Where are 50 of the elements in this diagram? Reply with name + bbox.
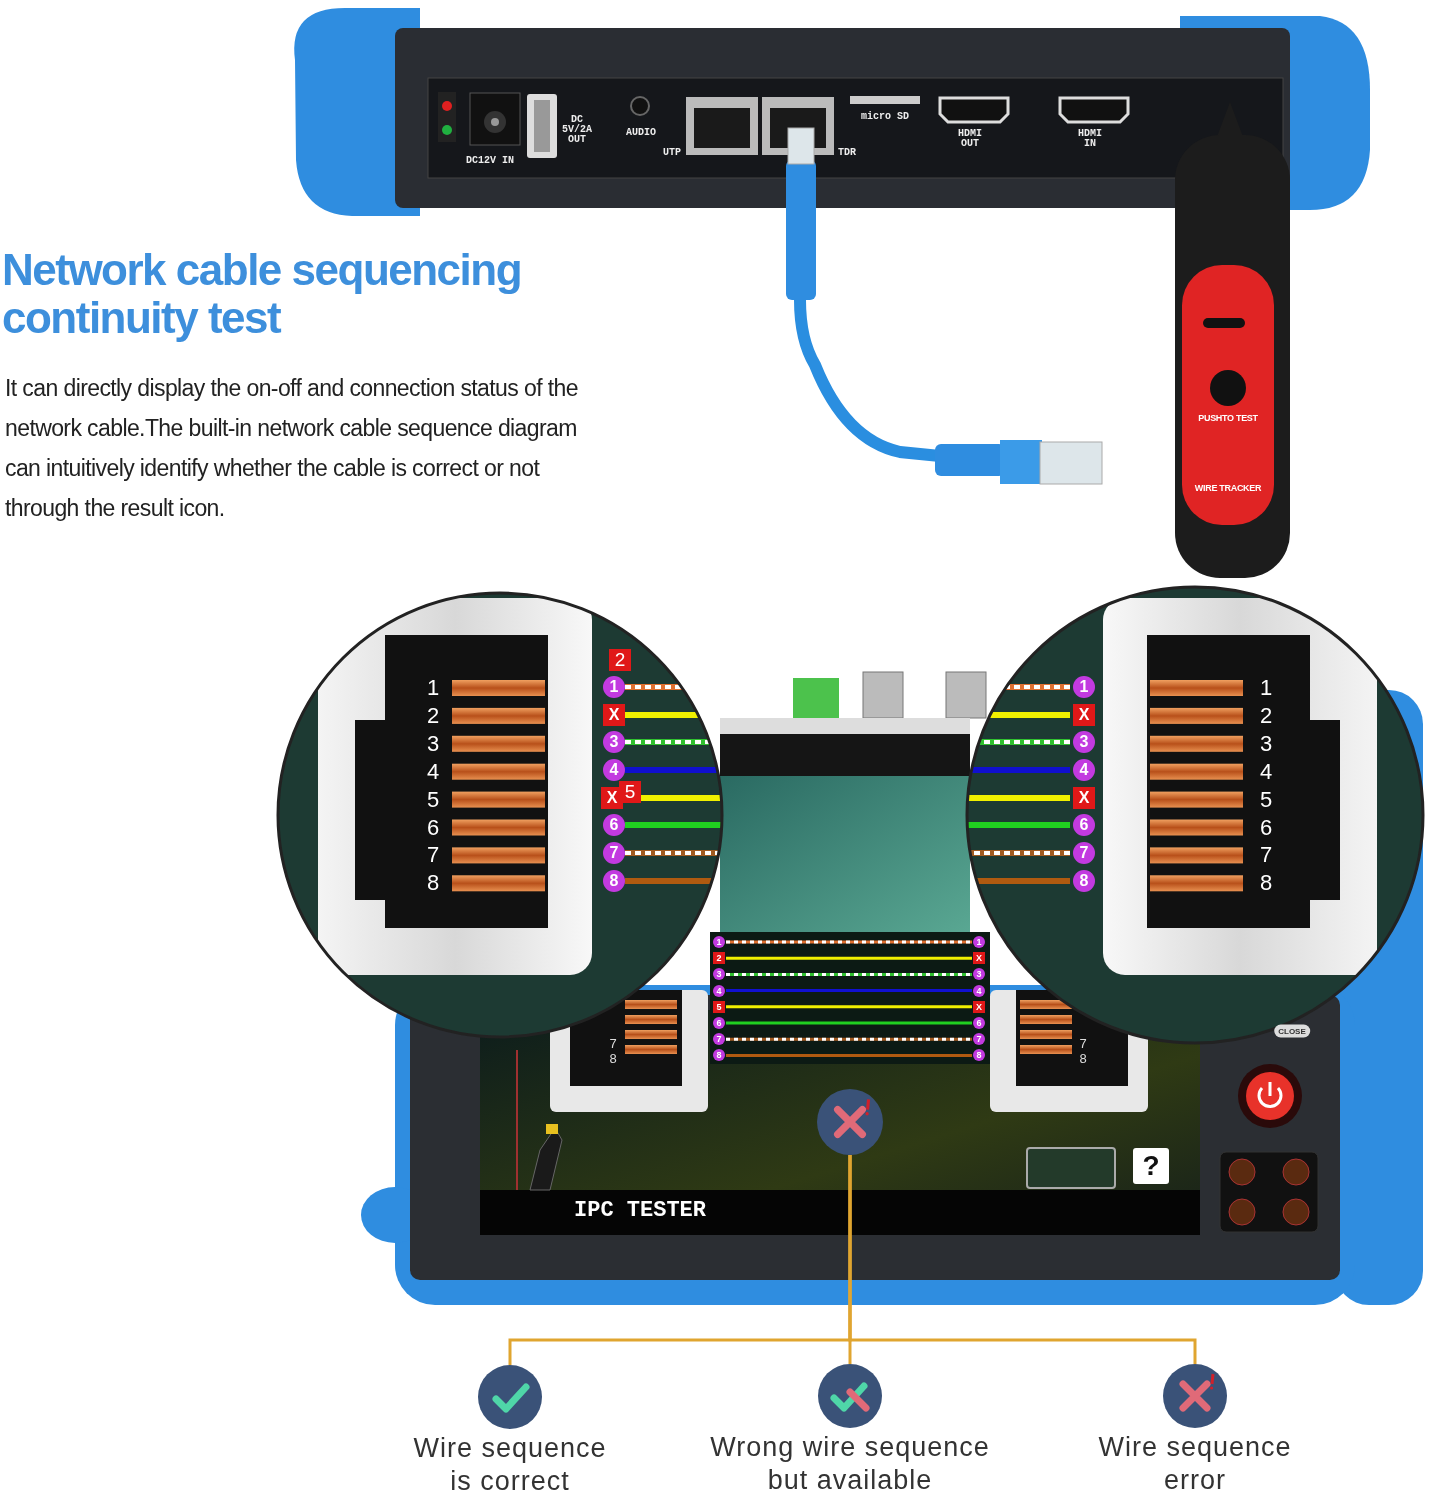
error-marker: X xyxy=(973,952,985,965)
error-result-icon xyxy=(817,1089,883,1155)
pin-number: 5 xyxy=(426,787,440,812)
port-label: UTP xyxy=(663,148,681,158)
pin-number: 7 xyxy=(1259,843,1273,868)
pin-number: 8 xyxy=(1079,1052,1087,1066)
pin-number: 2 xyxy=(426,703,440,728)
pin-number: 3 xyxy=(1259,731,1273,756)
pin-number: 7 xyxy=(426,843,440,868)
pin-number: 4 xyxy=(426,759,440,784)
pin-number: 6 xyxy=(1259,815,1273,840)
cross-icon xyxy=(1163,1364,1227,1428)
pin-number: 5 xyxy=(1259,787,1273,812)
pin-number: 8 xyxy=(426,871,440,896)
pin-number: 7 xyxy=(1079,1037,1087,1051)
help-button: ? xyxy=(1133,1148,1169,1184)
result-caption: Wire sequence error xyxy=(1097,1431,1293,1497)
error-marker: X xyxy=(1073,704,1095,726)
device-label: PUSHTO TEST xyxy=(1198,413,1258,423)
pin-error-marker: 5 xyxy=(619,781,641,803)
pin-number: 8 xyxy=(1259,871,1273,896)
check-cross-icon xyxy=(818,1364,882,1428)
pin-number: 8 xyxy=(609,1052,617,1066)
error-marker: X xyxy=(1073,787,1095,809)
port-label: TDR xyxy=(838,148,856,158)
error-marker: X xyxy=(603,704,625,726)
pin-number: 2 xyxy=(1259,703,1273,728)
pin-number: 3 xyxy=(426,731,440,756)
port-label: DC12V IN xyxy=(466,156,514,166)
pin-number: 6 xyxy=(426,815,440,840)
screen-title: IPC TESTER xyxy=(574,1197,706,1223)
port-label: AUDIO xyxy=(626,128,656,138)
pin-error-marker: 2 xyxy=(609,649,631,671)
pin-number: 4 xyxy=(1259,759,1273,784)
pin-number: 1 xyxy=(1259,676,1273,700)
heading: Network cable sequencing continuity test xyxy=(2,246,523,342)
result-caption: Wire sequence is correct xyxy=(412,1432,608,1498)
error-marker: 2 xyxy=(713,952,725,965)
check-icon xyxy=(478,1365,542,1429)
pin-number: 1 xyxy=(426,676,440,700)
description-text: It can directly display the on-off and connection status of the network cable.The built-in network cable sequence diagram can intuitively identify whether the cable is correct or not through the result icon. xyxy=(5,374,579,523)
port-label: HDMI OUT xyxy=(957,129,983,149)
pin-number: 7 xyxy=(609,1037,617,1051)
device-label: WIRE TRACKER xyxy=(1194,483,1262,493)
result-caption: Wrong wire sequence but available xyxy=(709,1431,991,1497)
port-label: DC 5V/2A OUT xyxy=(561,115,593,145)
port-label: HDMI IN xyxy=(1077,129,1103,149)
close-key: CLOSE xyxy=(1274,1024,1310,1038)
port-label: micro SD xyxy=(861,112,909,122)
leader-line xyxy=(848,1155,1197,1364)
